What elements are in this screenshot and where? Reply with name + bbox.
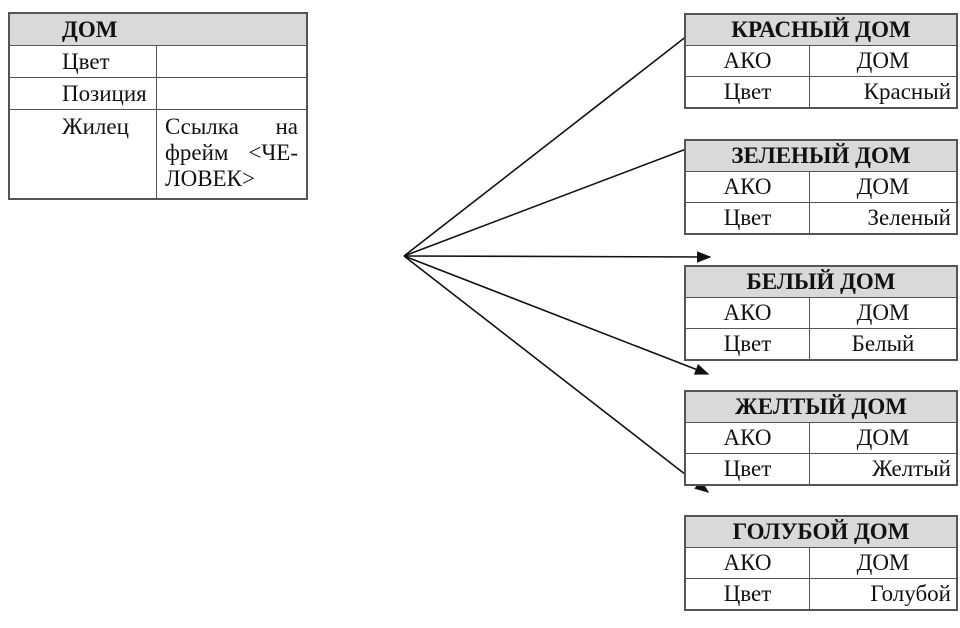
- slot-value-color: Белый: [809, 328, 957, 360]
- slot-value-resident: Ссылка на фрейм <ЧЕ- ЛОВЕК>: [156, 109, 307, 199]
- slot-name-position: Позиция: [9, 77, 157, 110]
- frame-white-house-title: БЕЛЫЙ ДОМ: [685, 266, 957, 298]
- arrow-to-yellow-house: [403, 255, 710, 375]
- frame-blue-house-title: ГОЛУБОЙ ДОМ: [685, 516, 957, 548]
- slot-name-ako: АКО: [685, 171, 810, 203]
- frame-dom: ДОМ Цвет Позиция Жилец Ссылка на фрейм <…: [8, 12, 308, 200]
- slot-name-color: Цвет: [685, 202, 810, 234]
- slot-value-ako: ДОМ: [809, 45, 957, 77]
- frame-green-house-title: ЗЕЛЕНЫЙ ДОМ: [685, 140, 957, 172]
- slot-name-ako: АКО: [685, 547, 810, 579]
- slot-value-ako: ДОМ: [809, 547, 957, 579]
- slot-name-color: Цвет: [685, 578, 810, 610]
- resident-ref-line-1: Ссылка на: [165, 114, 298, 139]
- slot-name-ako: АКО: [685, 45, 810, 77]
- arrow-to-red-house: [403, 17, 712, 257]
- slot-name-color: Цвет: [685, 328, 810, 360]
- slot-value-ako: ДОМ: [809, 171, 957, 203]
- resident-ref-line-3: ЛОВЕК>: [165, 166, 255, 191]
- slot-name-color: Цвет: [685, 453, 810, 485]
- arrow-to-green-house: [403, 139, 712, 257]
- slot-name-ako: АКО: [685, 422, 810, 454]
- slot-value-color: Зеленый: [809, 202, 957, 234]
- slot-value-ako: ДОМ: [809, 422, 957, 454]
- frame-dom-title: ДОМ: [9, 13, 307, 46]
- frame-yellow-house-title: ЖЕЛТЫЙ ДОМ: [685, 391, 957, 423]
- slot-name-ako: АКО: [685, 297, 810, 329]
- slot-value-color: Красный: [809, 76, 957, 108]
- slot-name-color: Цвет: [685, 76, 810, 108]
- resident-ref-line-2: фрейм <ЧЕ-: [165, 140, 298, 165]
- slot-value-color: Желтый: [809, 453, 957, 485]
- arrow-to-white-house: [403, 251, 712, 263]
- slot-name-resident: Жилец: [9, 109, 157, 199]
- slot-value-ako: ДОМ: [809, 297, 957, 329]
- frame-dom-table: ДОМ Цвет Позиция Жилец Ссылка на фрейм <…: [9, 13, 307, 199]
- frame-red-house-title: КРАСНЫЙ ДОМ: [685, 14, 957, 46]
- slot-name-color: Цвет: [9, 45, 157, 78]
- slot-value-position: [156, 77, 307, 110]
- arrow-to-blue-house: [403, 255, 710, 493]
- slot-value-color: Голубой: [809, 578, 957, 610]
